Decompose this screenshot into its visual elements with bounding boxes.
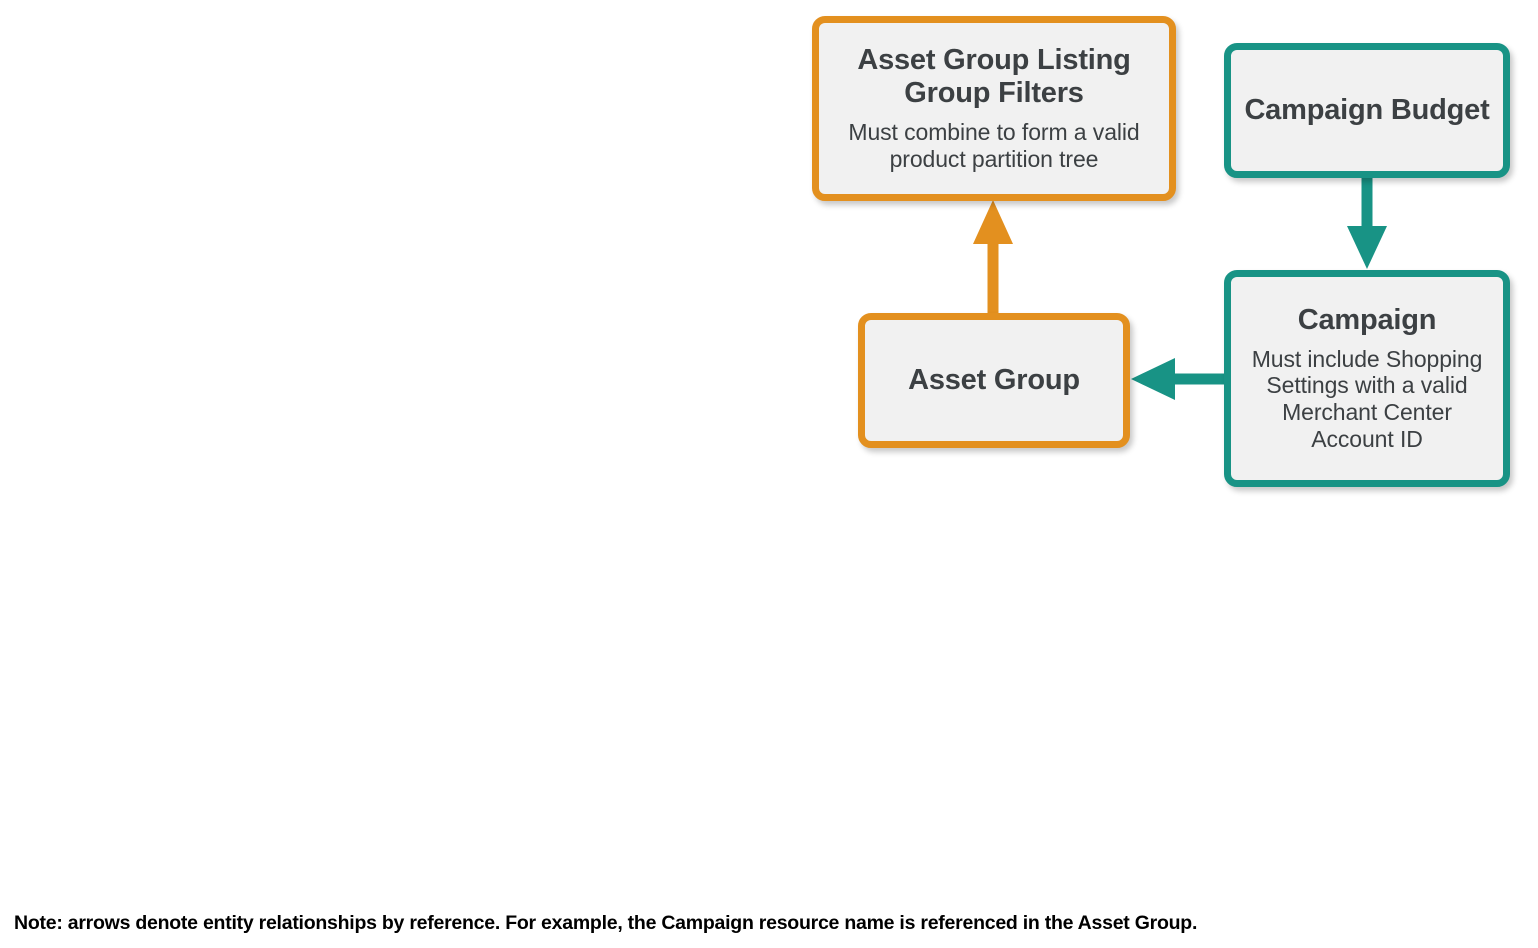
diagram-note: Note: arrows denote entity relationships… [14,912,1198,934]
edge-asset-group-to-listing-group-filters [973,200,1013,315]
node-asset-group[interactable]: Asset Group [858,313,1130,448]
edge-campaign-to-asset-group [1131,358,1226,400]
node-subtitle-campaign: Must include Shopping Settings with a va… [1251,345,1483,453]
node-subtitle-asset-group-listing-group-filters: Must combine to form a valid product par… [848,119,1140,173]
node-title-asset-group: Asset Group [908,364,1080,397]
node-title-campaign: Campaign [1297,303,1437,336]
node-campaign[interactable]: Campaign Must include Shopping Settings … [1224,270,1510,487]
arrowhead-up-orange [973,200,1013,244]
node-campaign-budget[interactable]: Campaign Budget [1224,43,1510,178]
edge-campaign-budget-to-campaign [1347,176,1387,269]
arrowhead-left-teal [1131,358,1175,400]
node-asset-group-listing-group-filters[interactable]: Asset Group Listing Group Filters Must c… [812,16,1176,201]
node-title-asset-group-listing-group-filters: Asset Group Listing Group Filters [857,43,1131,109]
node-title-campaign-budget: Campaign Budget [1244,94,1490,127]
arrowhead-down-teal [1347,226,1387,269]
